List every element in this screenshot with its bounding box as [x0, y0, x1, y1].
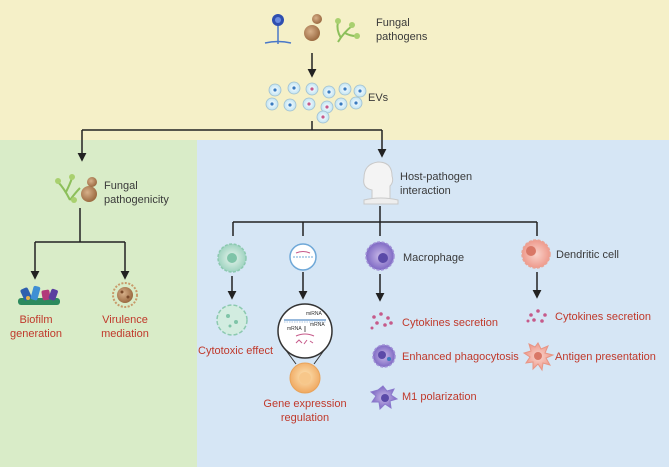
fungal-pathogens-line1: Fungal: [376, 17, 410, 29]
top-background: [0, 0, 669, 140]
hyphae-icon: [335, 18, 360, 43]
dendritic-cell-label: Dendritic cell: [556, 249, 619, 261]
gene-expression-line1: Gene expression: [263, 398, 347, 410]
biofilm-line2: generation: [10, 328, 62, 340]
host-pathogen-line1: Host-pathogen: [400, 171, 473, 183]
gene-expression-label: Gene expression regulation: [255, 397, 355, 425]
mac-cytokines-label: Cytokines secretion: [402, 317, 498, 329]
mac-phagocytosis-icon: [372, 344, 396, 368]
mirna-detail-icon: [277, 303, 333, 359]
fungal-pathogenicity-line1: Fungal: [104, 180, 138, 192]
dendritic-cell-icon: [521, 239, 551, 269]
aspergillus-icon: [264, 14, 292, 44]
virulence-icon: [112, 282, 138, 308]
fungal-pathogens-label: Fungal pathogens: [376, 16, 427, 44]
virulence-line2: mediation: [101, 328, 149, 340]
right-panel-background: [197, 140, 669, 467]
host-pathogen-label: Host-pathogen interaction: [400, 170, 472, 198]
mac-phagocytosis-label: Enhanced phagocytosis: [402, 351, 519, 363]
cytotoxic-cell-icon: [216, 304, 248, 336]
left-yeast-icon: [81, 177, 97, 202]
biofilm-line1: Biofilm: [19, 314, 53, 326]
dc-cytokines-label: Cytokines secretion: [555, 311, 651, 323]
branch-left: [35, 208, 125, 243]
mirna-label-b: mRNA: [310, 322, 325, 328]
host-pathogen-line2: interaction: [400, 185, 451, 197]
yeast-icon: [304, 14, 322, 41]
branch-right: [232, 206, 538, 236]
cytotoxic-effect-label: Cytotoxic effect: [198, 345, 273, 357]
dc-antigen-label: Antigen presentation: [555, 351, 656, 363]
biofilm-icon: [18, 285, 60, 305]
evs-label: EVs: [368, 92, 389, 104]
biofilm-label: Biofilm generation: [6, 313, 66, 341]
fungal-pathogenicity-label: Fungal pathogenicity: [104, 179, 169, 207]
macrophage-icon: [365, 241, 395, 271]
ev-cargo-dots: [270, 86, 362, 119]
dc-cytokines-icon: [526, 309, 547, 323]
human-head-icon: [363, 161, 399, 205]
mirna-label-a: miRNA: [306, 311, 322, 317]
branch-evs-to-panels: [82, 121, 382, 131]
dc-antigen-icon: [522, 342, 555, 372]
mirna-label-c: mRNA: [287, 326, 302, 332]
left-hyphae-icon: [55, 174, 81, 203]
fungal-pathogenicity-line2: pathogenicity: [104, 194, 169, 206]
zoom-cone: [284, 348, 326, 365]
gene-expression-line2: regulation: [280, 412, 330, 424]
mirna-cell-icon: [289, 243, 317, 271]
mac-m1-label: M1 polarization: [402, 391, 477, 403]
macrophage-label: Macrophage: [403, 252, 465, 264]
virulence-label: Virulence mediation: [95, 313, 155, 341]
gene-cell-icon: [289, 362, 321, 394]
mac-cytokines-icon: [370, 312, 393, 330]
mac-m1-icon: [369, 385, 399, 411]
nk-cell-icon: [217, 243, 247, 273]
fungal-pathogens-line2: pathogens: [376, 31, 428, 43]
virulence-line1: Virulence: [102, 314, 148, 326]
